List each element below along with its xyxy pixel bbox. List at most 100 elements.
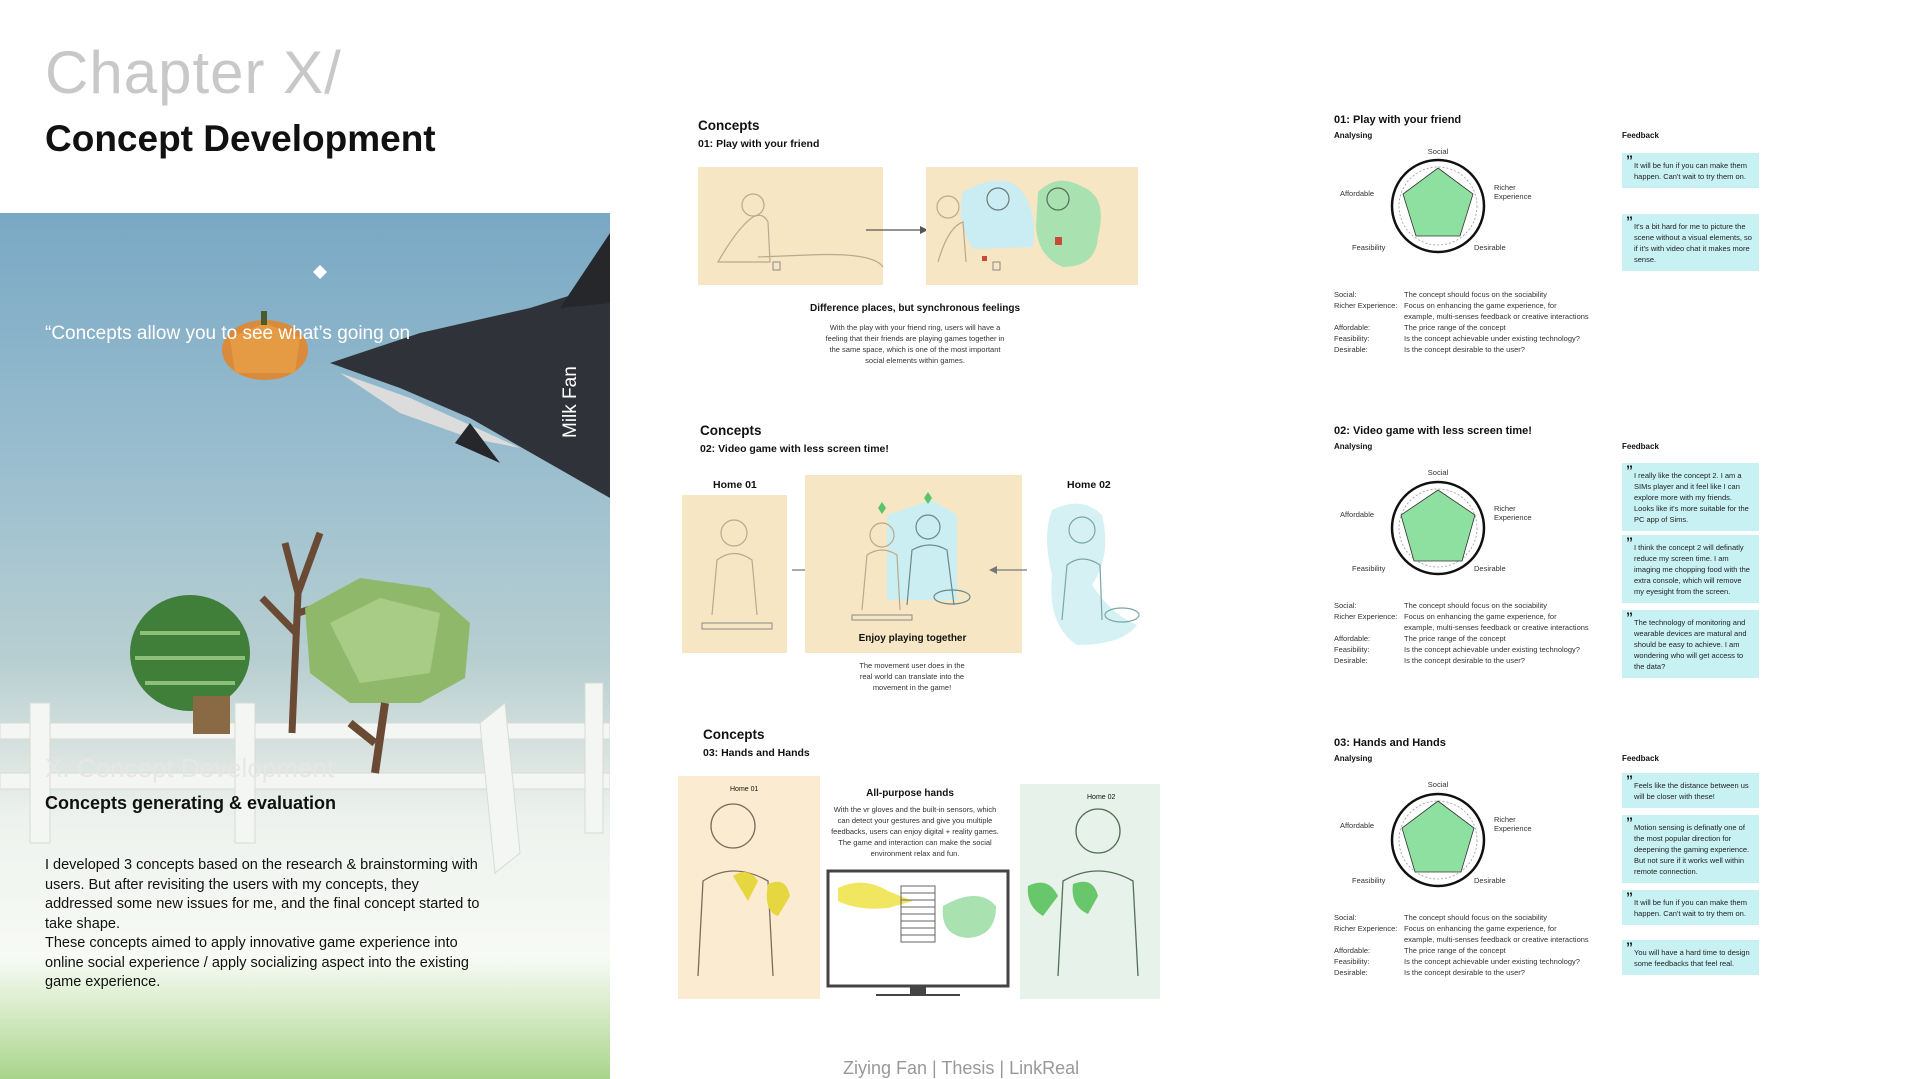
concept-03-illustration (678, 776, 1160, 999)
criteria-key: Richer Experience: (1334, 612, 1398, 621)
quote-mark-icon: ” (1626, 814, 1633, 830)
criteria-value: Is the concept desirable to the user? (1404, 345, 1525, 354)
quote-author: Milk Fan (560, 366, 581, 438)
concept-description: With the vr gloves and the built-in sens… (831, 805, 999, 858)
feedback-text: The technology of monitoring and wearabl… (1634, 618, 1747, 671)
concept-heading: Concepts (698, 118, 760, 133)
criteria-key: Affordable: (1334, 946, 1371, 955)
quote-mark-icon: ” (1626, 152, 1633, 168)
feedback-card: ”I think the concept 2 will definatly re… (1622, 535, 1759, 603)
criteria-value: Focus on enhancing the game experience, … (1404, 612, 1589, 632)
concept-caption: All-purpose hands (866, 788, 954, 799)
quote-mark-icon: ” (1626, 534, 1633, 550)
axis-label: Social (1427, 468, 1449, 477)
feedback-text: Motion sensing is definatly one of the m… (1634, 823, 1750, 876)
criteria-key: Desirable: (1334, 968, 1368, 977)
criteria-value: Is the concept achievable under existing… (1404, 645, 1580, 654)
feedback-card: ”The technology of monitoring and wearab… (1622, 610, 1759, 678)
analysing-label: Analysing (1334, 131, 1373, 140)
criteria-key: Feasibility: (1334, 957, 1370, 966)
hero-quote: “Concepts allow you to see what’s going … (45, 323, 411, 344)
concept-name: 02: Video game with less screen time! (700, 443, 889, 455)
analysing-label: Analysing (1334, 442, 1373, 451)
feedback-card: ”It's a bit hard for me to picture the s… (1622, 214, 1759, 271)
criteria-value: Is the concept desirable to the user? (1404, 968, 1525, 977)
concept-name: 03: Hands and Hands (703, 747, 810, 759)
criteria-key: Feasibility: (1334, 334, 1370, 343)
criteria-key: Affordable: (1334, 634, 1371, 643)
criteria-key: Richer Experience: (1334, 924, 1398, 933)
quote-mark-icon: ” (1626, 462, 1633, 478)
axis-label: Richer Experience (1494, 815, 1532, 833)
criteria-value: Is the concept desirable to the user? (1404, 656, 1525, 665)
axis-label: Affordable (1340, 510, 1375, 519)
radar-chart (1390, 480, 1486, 576)
footer-credit: Ziying Fan | Thesis | LinkReal (843, 1058, 1080, 1078)
feedback-text: Feels like the distance between us will … (1634, 781, 1749, 801)
axis-label: Affordable (1340, 821, 1375, 830)
criteria-value: The concept should focus on the sociabil… (1404, 290, 1548, 299)
analysing-label: Analysing (1334, 754, 1373, 763)
concept-01-illustration (698, 167, 1138, 285)
criteria-key: Desirable: (1334, 656, 1368, 665)
criteria-value: Focus on enhancing the game experience, … (1404, 924, 1589, 944)
criteria-list: Social: The concept should focus on the s… (1334, 600, 1589, 666)
analysis-title: 01: Play with your friend (1334, 114, 1462, 126)
criteria-value: Focus on enhancing the game experience, … (1404, 301, 1589, 321)
intro-paragraph: I developed 3 concepts based on the rese… (45, 857, 480, 932)
feedback-card: ”It will be fun if you can make them hap… (1622, 153, 1759, 188)
feedback-text: I think the concept 2 will definatly red… (1634, 543, 1750, 596)
criteria-key: Social: (1334, 601, 1357, 610)
criteria-key: Affordable: (1334, 323, 1371, 332)
home-label: Home 02 (1067, 479, 1111, 491)
intro-paragraphs: I developed 3 concepts based on the rese… (45, 856, 490, 993)
criteria-list: Social: The concept should focus on the s… (1334, 912, 1589, 978)
quote-mark-icon: ” (1626, 889, 1633, 905)
quote-mark-icon: ” (1626, 609, 1633, 625)
axis-label: Affordable (1340, 189, 1375, 198)
criteria-list: Social: The concept should focus on the s… (1334, 289, 1589, 355)
criteria-key: Social: (1334, 290, 1357, 299)
section-subtitle: Concepts generating & evaluation (45, 793, 337, 813)
home-label: Home 01 (713, 479, 757, 491)
criteria-value: The price range of the concept (1404, 946, 1506, 955)
concept-caption: Difference places, but synchronous feeli… (809, 303, 1021, 314)
criteria-key: Feasibility: (1334, 645, 1370, 654)
concept-02-illustration (682, 475, 1140, 653)
axis-label: Feasibility (1352, 564, 1386, 573)
concept-heading: Concepts (703, 727, 765, 742)
axis-label: Social (1427, 147, 1449, 156)
radar-chart (1390, 158, 1486, 254)
feedback-card: ”Feels like the distance between us will… (1622, 773, 1759, 808)
concept-description: With the play with your friend ring, use… (825, 323, 1005, 365)
hero-image: “Concepts allow you to see what’s going … (0, 213, 610, 1079)
axis-label: Feasibility (1352, 876, 1386, 885)
axis-label: Desirable (1474, 564, 1506, 573)
axis-label: Richer Experience (1494, 183, 1532, 201)
criteria-value: The price range of the concept (1404, 634, 1506, 643)
feedback-text: I really like the concept 2. I am a SIMs… (1634, 471, 1749, 524)
concept-description: The movement user does in the real world… (859, 661, 965, 692)
axis-label: Richer Experience (1494, 504, 1532, 522)
page-title: Concept Development (45, 118, 436, 159)
axis-label: Desirable (1474, 243, 1506, 252)
quote-mark-icon: ” (1626, 213, 1633, 229)
feedback-card: ”Motion sensing is definatly one of the … (1622, 815, 1759, 883)
axis-label: Desirable (1474, 876, 1506, 885)
low-poly-scene-illustration (0, 233, 610, 874)
criteria-value: The concept should focus on the sociabil… (1404, 601, 1548, 610)
radar-chart (1390, 792, 1486, 888)
criteria-value: The concept should focus on the sociabil… (1404, 913, 1548, 922)
concept-caption: Enjoy playing together (858, 633, 967, 644)
feedback-text: You will have a hard time to design some… (1634, 948, 1750, 968)
criteria-key: Richer Experience: (1334, 301, 1398, 310)
criteria-value: Is the concept achievable under existing… (1404, 957, 1580, 966)
home-label: Home 01 (730, 786, 759, 793)
criteria-key: Social: (1334, 913, 1357, 922)
criteria-value: Is the concept achievable under existing… (1404, 334, 1580, 343)
feedback-card: ”You will have a hard time to design som… (1622, 940, 1759, 975)
feedback-text: It's a bit hard for me to picture the sc… (1634, 222, 1752, 264)
feedback-card: ”I really like the concept 2. I am a SIM… (1622, 463, 1759, 531)
feedback-label: Feedback (1622, 442, 1659, 451)
quote-mark-icon: ” (1626, 939, 1633, 955)
